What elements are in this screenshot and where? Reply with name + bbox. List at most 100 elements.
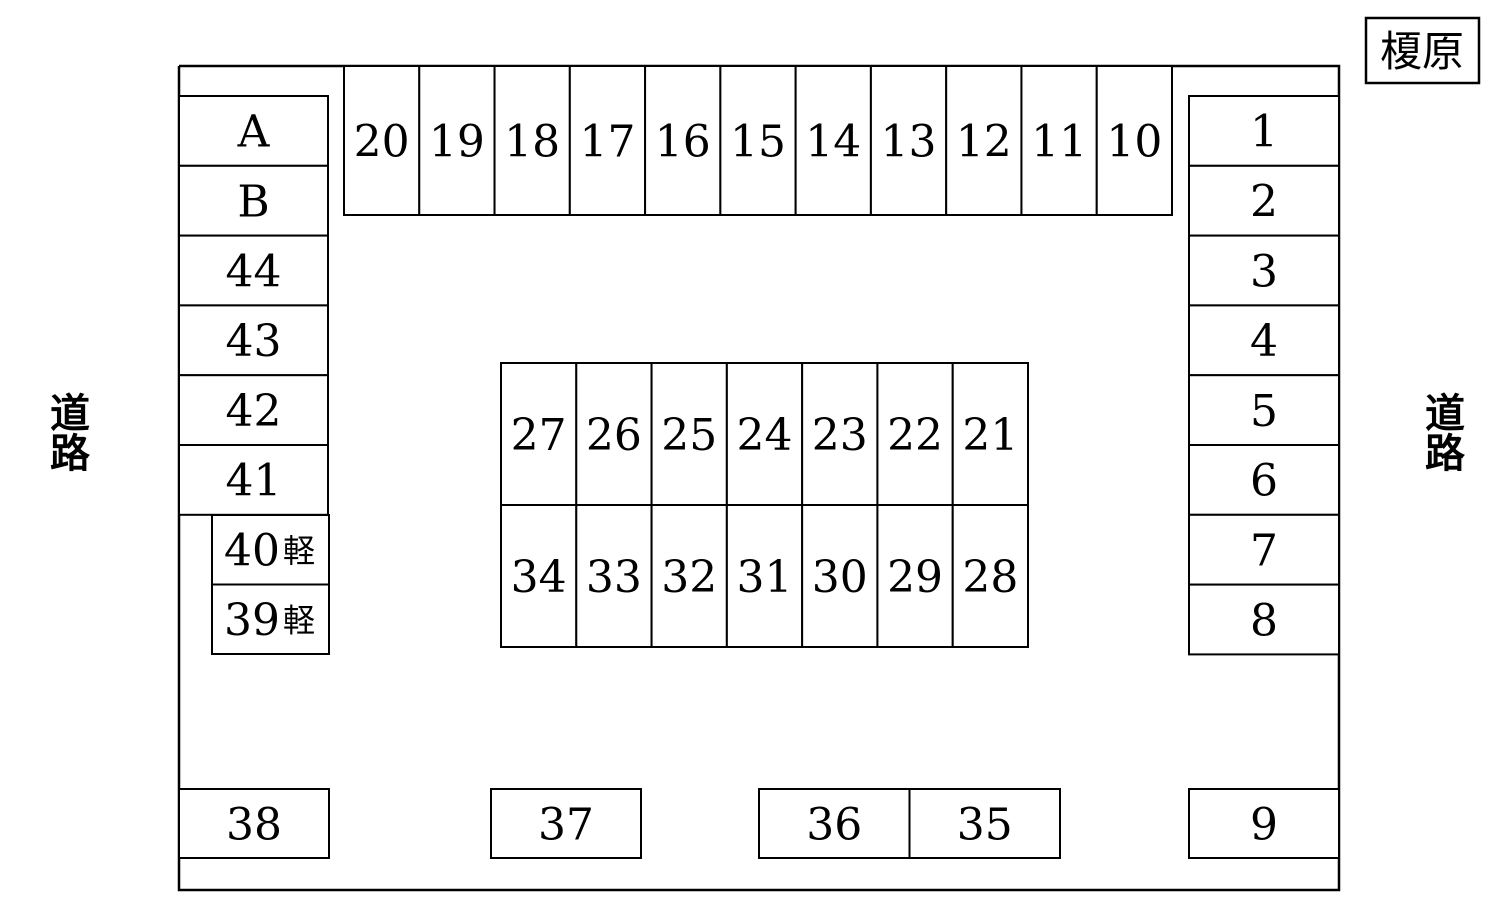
stall-number: 14 — [805, 116, 861, 167]
stall-box — [575, 504, 653, 648]
stall-number: 34 — [511, 552, 567, 603]
parking-stall-20: 20 — [343, 65, 421, 216]
stall-box — [908, 788, 1061, 859]
stall-number: 26 — [586, 410, 642, 461]
parking-stall-24: 24 — [725, 362, 804, 506]
stall-number: 39 — [224, 595, 280, 646]
stall-box — [801, 504, 879, 648]
stall-number: 22 — [887, 410, 943, 461]
stall-box — [1188, 444, 1340, 516]
parking-stall-1: 1 — [1188, 95, 1340, 167]
road-label-right: 道路 — [1418, 392, 1464, 472]
stall-box — [211, 583, 330, 655]
stall-box — [178, 788, 330, 859]
stall-number: 3 — [1250, 246, 1278, 297]
stall-number: 16 — [655, 116, 711, 167]
parking-stall-29: 29 — [876, 504, 954, 648]
parking-stall-4: 4 — [1188, 304, 1340, 377]
stall-number: 41 — [226, 456, 282, 507]
parking-stall-7: 7 — [1188, 513, 1340, 586]
stall-box — [178, 444, 329, 516]
stall-box — [418, 65, 496, 216]
parking-stall-21: 21 — [951, 362, 1030, 506]
stall-number: 8 — [1250, 595, 1278, 646]
stall-box — [650, 362, 728, 506]
parking-stall-42: 42 — [178, 374, 329, 447]
stall-number: 4 — [1250, 316, 1278, 367]
parking-stall-30: 30 — [801, 504, 879, 648]
stall-number: 28 — [962, 552, 1018, 603]
parking-stall-19: 19 — [418, 65, 496, 216]
stall-number: 27 — [511, 410, 567, 461]
stall-number: 15 — [730, 116, 786, 167]
stall-number: 2 — [1250, 177, 1278, 228]
stall-number: 43 — [226, 316, 282, 367]
stall-number: 35 — [957, 799, 1013, 850]
stall-number: 32 — [661, 552, 717, 603]
parking-stall-15: 15 — [719, 65, 797, 216]
stall-number: 9 — [1250, 799, 1278, 850]
parking-stall-16: 16 — [644, 65, 722, 216]
stall-number: 7 — [1250, 526, 1278, 577]
parking-stall-17: 17 — [568, 65, 647, 216]
stall-number: 31 — [737, 552, 793, 603]
stall-box — [1188, 164, 1340, 237]
stall-box — [211, 514, 330, 586]
stall-number: 23 — [812, 410, 868, 461]
parking-stall-5: 5 — [1188, 374, 1340, 447]
parking-stall-22: 22 — [876, 362, 954, 506]
parking-stall-25: 25 — [650, 362, 728, 506]
parking-stall-38: 38 — [178, 788, 330, 859]
stall-number: 11 — [1031, 116, 1087, 167]
road-label-left: 道路 — [43, 392, 89, 472]
stall-box — [725, 362, 804, 506]
stall-box — [951, 504, 1030, 648]
stall-number: 29 — [887, 552, 943, 603]
parking-stall-9: 9 — [1188, 788, 1340, 859]
parking-stall-27: 27 — [500, 362, 578, 506]
parking-stall-36: 36 — [758, 788, 911, 859]
stall-box — [876, 362, 954, 506]
stall-box — [869, 65, 948, 216]
parking-stall-31: 31 — [725, 504, 804, 648]
area-label: 榎原 — [1380, 27, 1464, 76]
stall-number: 42 — [226, 386, 282, 437]
stall-number: 40 — [224, 526, 280, 577]
stall-number: 37 — [538, 799, 594, 850]
parking-stall-44: 44 — [178, 234, 329, 307]
parking-stall-33: 33 — [575, 504, 653, 648]
stall-box — [1188, 788, 1340, 859]
stall-box — [1188, 583, 1340, 656]
stall-number: 20 — [354, 116, 410, 167]
stall-number: 1 — [1250, 107, 1278, 158]
parking-stall-3: 3 — [1188, 234, 1340, 307]
parking-stall-18: 18 — [493, 65, 571, 216]
kei-car-label: 軽 — [283, 601, 315, 639]
stall-box — [1020, 65, 1098, 216]
stall-box — [650, 504, 728, 648]
stall-number: 17 — [579, 116, 635, 167]
parking-stall-41: 41 — [178, 444, 329, 516]
parking-stall-34: 34 — [500, 504, 578, 648]
stall-box — [1188, 513, 1340, 586]
stall-number: 19 — [429, 116, 485, 167]
stall-number: 38 — [226, 799, 282, 850]
stall-number: 25 — [661, 410, 717, 461]
stall-number: 44 — [226, 246, 282, 297]
parking-stall-23: 23 — [801, 362, 879, 506]
stall-box — [644, 65, 722, 216]
parking-stall-43: 43 — [178, 304, 329, 377]
parking-stall-32: 32 — [650, 504, 728, 648]
stall-number: 30 — [812, 552, 868, 603]
stall-number: 33 — [586, 552, 642, 603]
stall-box — [945, 65, 1023, 216]
stall-number: 21 — [962, 410, 1018, 461]
parking-stall-2: 2 — [1188, 164, 1340, 237]
stall-box — [490, 788, 642, 859]
stall-number: B — [237, 177, 269, 228]
stall-box — [500, 504, 578, 648]
stall-box — [178, 234, 329, 307]
parking-stall-6: 6 — [1188, 444, 1340, 516]
